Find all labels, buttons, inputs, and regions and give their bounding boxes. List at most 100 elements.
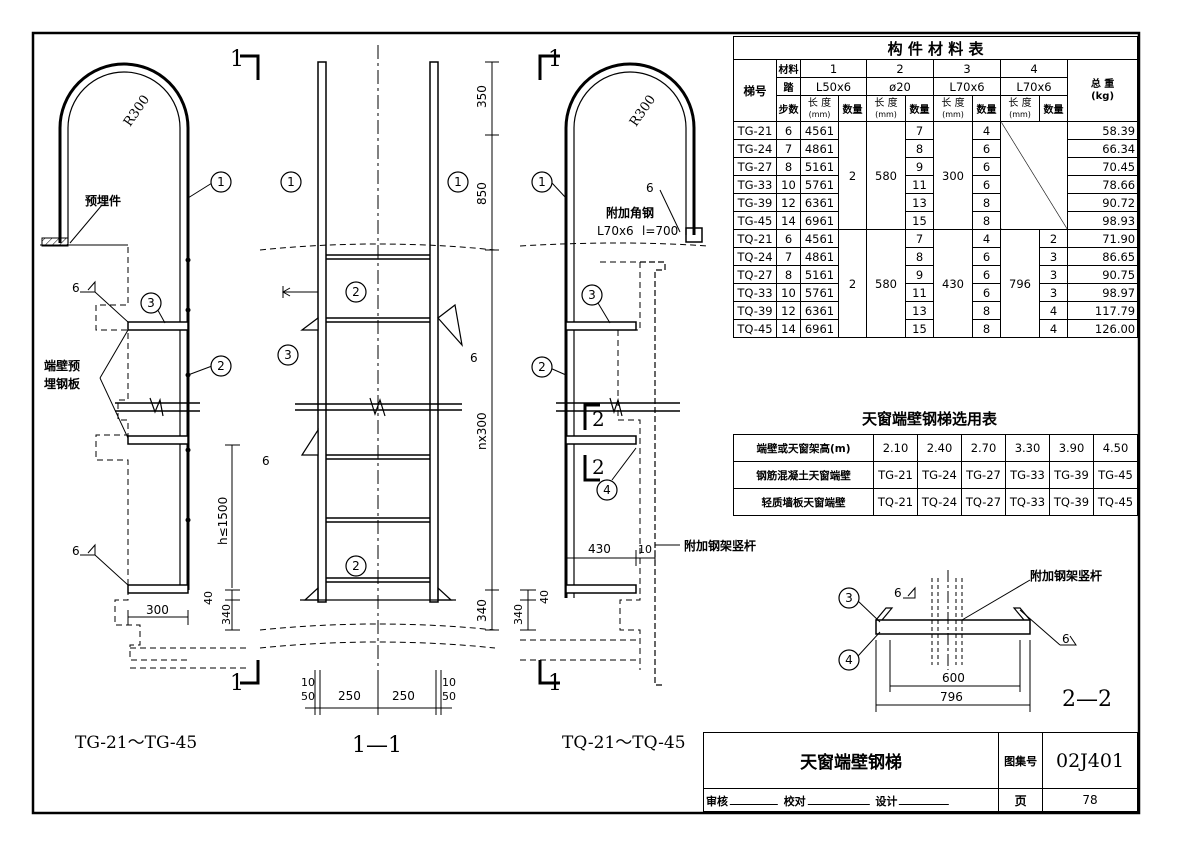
cell-total: 70.45 xyxy=(1066,157,1139,176)
selection-table-title: 天窗端壁钢梯选用表 xyxy=(862,410,998,428)
selection-cell: 2.10 xyxy=(873,434,918,462)
cell-length-3: 300 xyxy=(933,121,973,230)
cell-qty-2: 9 xyxy=(905,157,934,176)
len-unit: (mm) xyxy=(942,109,964,119)
selection-cell: TG-24 xyxy=(917,461,962,489)
atlas-number: 02J401 xyxy=(1042,732,1138,789)
cell-total: 90.75 xyxy=(1066,265,1139,284)
selection-cell: 3.30 xyxy=(1005,434,1050,462)
cell-qty-3: 6 xyxy=(972,265,1001,284)
mid-dim-bottom: 50 xyxy=(301,690,315,703)
detail-post-label: 附加钢架竖杆 xyxy=(1030,568,1102,583)
check-label: 校对 xyxy=(783,794,806,808)
cell-steps: 10 xyxy=(776,283,801,302)
tg-rail xyxy=(58,62,190,590)
cell-qty-3: 6 xyxy=(972,139,1001,158)
col-spec: L50x6 xyxy=(800,77,867,96)
cell-qty-2: 13 xyxy=(905,301,934,320)
callout-number: 4 xyxy=(845,653,853,667)
tq-angle-len: l=700 xyxy=(642,224,678,238)
tg-dim-h: h≤1500 xyxy=(216,497,230,545)
detail-weld-size: 6 xyxy=(894,586,902,600)
cell-code: TQ-27 xyxy=(733,265,777,284)
tg-plate-label-a: 端壁预 xyxy=(44,358,80,373)
cell-qty-2: 7 xyxy=(905,229,934,248)
tq-angle-label: 附加角钢 xyxy=(606,205,654,220)
selection-cell: TG-21 xyxy=(873,461,918,489)
cell-length-1: 4861 xyxy=(800,247,839,266)
title-block: 天窗端壁钢梯 图集号 02J401 审核 校对 设计 页 78 xyxy=(702,732,1138,812)
cell-total: 98.97 xyxy=(1066,283,1139,302)
design-signature xyxy=(898,791,954,805)
selection-cell: TG-33 xyxy=(1005,461,1050,489)
cell-qty-2: 8 xyxy=(905,139,934,158)
cell-length-1: 6961 xyxy=(800,211,839,230)
selection-row-label: 钢筋混凝土天窗端壁 xyxy=(733,461,874,489)
cell-qty-3: 6 xyxy=(972,247,1001,266)
cell-qty-3: 8 xyxy=(972,193,1001,212)
cell-code: TQ-24 xyxy=(733,247,777,266)
cell-length-2: 580 xyxy=(866,229,906,338)
material-table-title: 构 件 材 料 表 xyxy=(732,36,1139,60)
selection-cell: 3.90 xyxy=(1049,434,1094,462)
cell-code: TG-27 xyxy=(733,157,777,176)
cell-qty-1: 2 xyxy=(838,229,867,338)
len-label: 长 度 xyxy=(941,97,965,109)
mid-dim-bottom: 50 xyxy=(442,690,456,703)
mid-dim-n: nx300 xyxy=(475,412,489,450)
detail-dim-796: 796 xyxy=(940,690,963,704)
tg-width-dim: 300 xyxy=(146,603,169,617)
selection-cell: TQ-24 xyxy=(917,488,962,516)
len-label: 长 度 xyxy=(874,97,898,109)
cell-length-1: 5761 xyxy=(800,283,839,302)
cell-qty-4: 3 xyxy=(1039,265,1068,284)
cell-qty-3: 4 xyxy=(972,121,1001,140)
cell-steps: 8 xyxy=(776,265,801,284)
tg-elevation-view xyxy=(40,54,260,685)
cell-length-1: 5161 xyxy=(800,265,839,284)
tq-rail xyxy=(564,62,696,243)
cell-total: 71.90 xyxy=(1066,229,1139,248)
cell-steps: 6 xyxy=(776,229,801,248)
callout-number: 3 xyxy=(588,288,596,302)
callout-number: 1 xyxy=(217,175,225,189)
cell-steps: 8 xyxy=(776,157,801,176)
selection-cell: TQ-27 xyxy=(961,488,1006,516)
callout-number: 1 xyxy=(454,175,462,189)
mid-dim-bottom: 10 xyxy=(442,676,456,689)
col-header-material: 材料 xyxy=(776,59,801,78)
cell-qty-4: 4 xyxy=(1039,301,1068,320)
mid-dim-top: 850 xyxy=(475,182,489,205)
cell-total: 126.00 xyxy=(1066,319,1139,338)
cell-steps: 7 xyxy=(776,139,801,158)
cell-length-1: 4561 xyxy=(800,121,839,140)
cell-empty-col4 xyxy=(1000,121,1068,230)
cell-code: TG-21 xyxy=(733,121,777,140)
cell-steps: 14 xyxy=(776,211,801,230)
callout-number: 1 xyxy=(287,175,295,189)
selection-row-label: 轻质墙板天窗端壁 xyxy=(733,488,874,516)
mid-dim-bottom: 250 xyxy=(338,689,361,703)
cell-qty-2: 13 xyxy=(905,193,934,212)
review-signature xyxy=(729,791,783,805)
cell-total: 86.65 xyxy=(1066,247,1139,266)
mid-dim-bottom: 250 xyxy=(392,689,415,703)
cell-code: TG-45 xyxy=(733,211,777,230)
tg-section-mark: 1 xyxy=(230,47,244,72)
design-label: 设计 xyxy=(875,794,898,808)
detail-2-2-view xyxy=(857,570,1077,712)
cell-total: 66.34 xyxy=(1066,139,1139,158)
tq-radius-label: R300 xyxy=(627,93,659,130)
mid-rail-right xyxy=(429,61,439,603)
cell-length-1: 6361 xyxy=(800,193,839,212)
